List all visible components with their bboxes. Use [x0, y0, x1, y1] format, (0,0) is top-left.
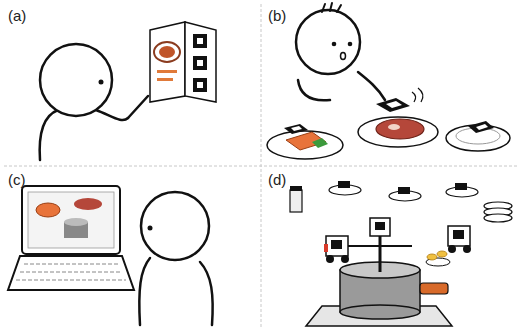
- plate: [358, 117, 438, 147]
- robot-wheel: [326, 255, 334, 263]
- person-mouth: [341, 53, 346, 60]
- marker: [453, 230, 464, 239]
- person-arm: [358, 72, 385, 100]
- robot-cube: [370, 218, 390, 236]
- screen-image: [74, 198, 102, 210]
- food: [437, 251, 447, 257]
- marker: [197, 82, 203, 88]
- robot-wheel: [463, 245, 471, 253]
- steak-bone: [388, 124, 400, 130]
- person-eye: [348, 42, 353, 47]
- plate: [446, 125, 510, 151]
- marker: [331, 240, 342, 249]
- screen-image: [64, 218, 88, 226]
- person-body: [40, 110, 128, 160]
- marker: [197, 60, 203, 66]
- menu-page: [150, 22, 185, 102]
- robot-cube: [448, 226, 470, 246]
- plate: [267, 131, 343, 159]
- person-eye: [148, 226, 153, 231]
- person-head: [296, 10, 360, 74]
- robot-light: [324, 244, 328, 252]
- robot-arm: [348, 245, 412, 247]
- person-head: [40, 44, 112, 116]
- person-arm: [128, 96, 148, 118]
- laptop-screen: [22, 186, 120, 254]
- garnish: [312, 138, 328, 148]
- laptop-display: [28, 192, 114, 248]
- food: [427, 254, 437, 260]
- screen-image: [36, 203, 60, 217]
- person-eye: [99, 80, 104, 85]
- marker: [338, 181, 350, 188]
- marker: [284, 124, 308, 134]
- menu-page: [185, 22, 216, 102]
- marker: [290, 186, 302, 191]
- dish-picture: [154, 42, 180, 62]
- marker: [455, 183, 467, 190]
- marker: [291, 126, 302, 131]
- marker: [193, 34, 207, 48]
- base-plate: [306, 306, 452, 326]
- person-body: [139, 258, 212, 325]
- marker: [193, 78, 207, 92]
- marker: [375, 222, 385, 230]
- robot-wheel: [448, 245, 456, 253]
- marker-card: [376, 98, 410, 112]
- panel-label: (c): [8, 172, 26, 187]
- pot-handle: [420, 283, 448, 294]
- person-hair: [322, 3, 341, 12]
- marker: [197, 38, 203, 44]
- marker: [398, 187, 410, 194]
- panel-label: (d): [268, 172, 286, 187]
- robot-cube: [326, 236, 348, 256]
- person-head: [141, 192, 209, 260]
- laptop-keys: [16, 264, 126, 280]
- laptop-keyboard: [8, 256, 134, 290]
- marker: [193, 56, 207, 70]
- cup: [290, 190, 302, 212]
- marker: [468, 121, 494, 133]
- plate-stack: [484, 214, 512, 222]
- marker: [476, 124, 488, 130]
- person-eye: [332, 42, 337, 47]
- panel-divider: [4, 166, 517, 167]
- motion-mark: [412, 88, 423, 102]
- marker-card: [386, 101, 402, 108]
- steak: [376, 119, 424, 139]
- menu-line: [157, 70, 177, 73]
- pot: [340, 305, 420, 319]
- menu-line: [157, 78, 173, 81]
- panel-label: (a): [8, 8, 26, 23]
- robot-wheel: [341, 255, 349, 263]
- dish-picture: [159, 46, 175, 58]
- person-body: [298, 80, 330, 100]
- panel-label: (b): [268, 8, 286, 23]
